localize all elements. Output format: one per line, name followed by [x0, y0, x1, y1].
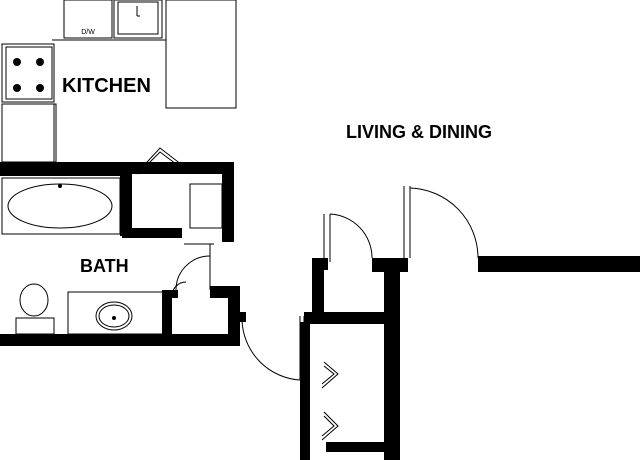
hall-door-swing [241, 319, 301, 381]
refrigerator [1, 103, 57, 163]
bath-label: BATH [80, 256, 129, 276]
hall-bifold-door-2 [321, 411, 339, 441]
vanity [67, 291, 165, 335]
bath-area [1, 177, 223, 335]
kitchen-area [1, 0, 237, 163]
wall-linen-top [162, 290, 178, 298]
kitchen-label: KITCHEN [62, 75, 151, 97]
closet-shelf [189, 183, 223, 229]
range [1, 43, 55, 103]
burner [36, 84, 44, 92]
wall-hall-bottom [326, 442, 386, 452]
toilet-tank [15, 317, 55, 335]
linen-door-swing [171, 281, 187, 297]
burner [36, 58, 44, 66]
kitchen-counter-right [165, 0, 237, 109]
wall-hall-stub [236, 312, 246, 322]
wall-entry-right [384, 258, 400, 460]
wall-hall-left [300, 322, 310, 460]
burner [13, 84, 21, 92]
sink-drain [112, 316, 116, 320]
tub-drain [58, 184, 62, 188]
toilet-bowl [19, 283, 49, 317]
wall-kitchen-bath [0, 162, 130, 176]
entry-door-swing [409, 187, 479, 259]
closet-bifold-door [135, 147, 187, 175]
burner [13, 58, 21, 66]
hall-closet-door-swing [329, 213, 373, 259]
kitchen-sink [113, 0, 163, 39]
wall-closet-top [120, 162, 234, 174]
wall-tub-end [120, 162, 132, 236]
hall-bifold-door [321, 361, 339, 389]
wall-hall-post [312, 258, 324, 322]
dishwasher [63, 0, 113, 39]
bath-door-swing [175, 255, 211, 291]
wall-bath-bottom [0, 334, 240, 346]
wall-closet-bottom [122, 228, 182, 238]
range-burners [13, 58, 44, 92]
sink-basin [117, 1, 159, 35]
tub-basin [7, 183, 113, 229]
wall-living-right [478, 256, 640, 272]
living-dining-label: LIVING & DINING [346, 122, 492, 142]
wall-hall-post-cap [312, 258, 328, 270]
wall-linen-left [162, 290, 172, 340]
wall-closet-right [222, 162, 234, 242]
bath-sink [95, 301, 133, 331]
dishwasher-label: D/W [81, 29, 95, 36]
doors [135, 147, 479, 441]
walls [0, 162, 640, 460]
wall-bath-jog [210, 286, 240, 298]
wall-bath-right [228, 286, 240, 346]
bathtub [1, 177, 121, 235]
